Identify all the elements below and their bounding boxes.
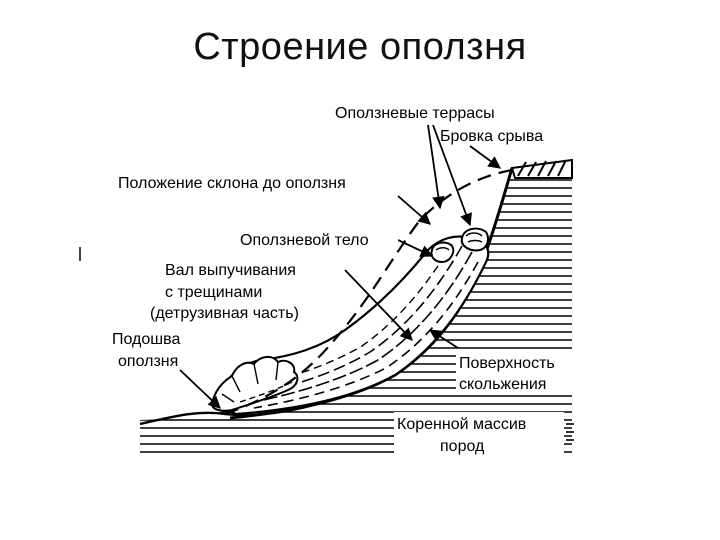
label-slip-line1: Поверхность (459, 355, 555, 372)
label-bulge-line2: с трещинами (165, 284, 262, 301)
label-bulge-line1: Вал выпучивания (165, 262, 296, 279)
label-bg-slip (456, 350, 576, 394)
label-bg-bedrock (394, 412, 564, 458)
label-bulge-line3: (детрузивная часть) (150, 305, 299, 322)
margin-mark (79, 247, 81, 261)
label-slip-line2: скольжения (459, 376, 546, 393)
label-bedrock-line2: пород (440, 438, 485, 455)
label-bedrock-line1: Коренной массив (397, 416, 526, 433)
label-slope-before: Положение склона до оползня (118, 175, 346, 192)
bedrock-label-dashes (566, 423, 574, 441)
label-bg-slope (116, 172, 406, 192)
label-scarp-edge: Бровка срыва (440, 128, 543, 145)
page-title: Строение оползня (193, 26, 527, 68)
label-toe-line1: Подошва (112, 331, 180, 348)
toe-bulge (210, 356, 299, 412)
label-toe-line2: оползня (118, 353, 178, 370)
scarp-crest (510, 158, 573, 179)
label-terraces: Оползневые террасы (335, 105, 495, 122)
former-slope-line (224, 168, 513, 416)
label-arrows (179, 124, 502, 409)
label-landslide-body: Оползневой тело (240, 232, 369, 249)
label-bg-body (238, 228, 398, 250)
